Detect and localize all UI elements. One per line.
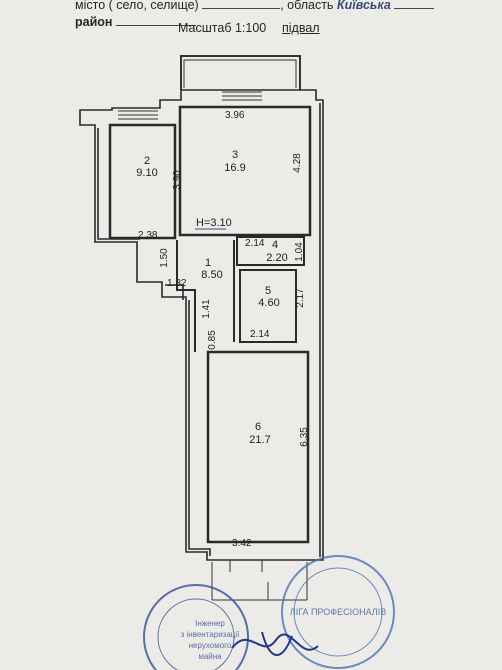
header-line-2: район bbox=[75, 13, 196, 29]
left-stamp: Інженер з інвентаризації нерухомого майн… bbox=[143, 584, 249, 670]
dim-corridor-low: 0.85 bbox=[207, 330, 218, 350]
windows bbox=[118, 91, 262, 120]
stamp-right-text: ЛІГА ПРОФЕСІОНАЛІВ bbox=[290, 607, 386, 617]
dim-room4-right: 1.04 bbox=[294, 242, 305, 262]
balcony-inner bbox=[183, 59, 297, 88]
corridor-walls bbox=[176, 240, 235, 352]
room-2-outline bbox=[108, 123, 177, 240]
room-2-area: 9.10 bbox=[136, 167, 157, 179]
dim-corridor-mid: 1.41 bbox=[201, 299, 212, 319]
header-line-1: місто ( село, селище) , область Київська bbox=[75, 0, 435, 12]
stamp-line-4: майна bbox=[198, 652, 222, 661]
dim-room6-right: 6.35 bbox=[299, 427, 310, 447]
region-value: Київська bbox=[336, 0, 391, 12]
stamp-line-3: нерухомого bbox=[189, 641, 232, 650]
room-4-number: 4 bbox=[272, 239, 278, 251]
dim-room6-bottom: 3.42 bbox=[232, 538, 252, 549]
dim-room5-right: 2.17 bbox=[295, 288, 306, 308]
stamp-line-1: Інженер bbox=[195, 619, 225, 628]
settlement-underline bbox=[202, 0, 281, 9]
room-6-area: 21.7 bbox=[249, 434, 270, 446]
dim-room2-bottom: 2.38 bbox=[138, 230, 158, 241]
ceiling-height: H=3.10 bbox=[196, 217, 232, 229]
floor-label: підвал bbox=[282, 21, 320, 35]
dim-room3-top: 3.96 bbox=[225, 110, 245, 121]
right-stamp: ЛІГА ПРОФЕСІОНАЛІВ bbox=[281, 555, 395, 669]
room-5-number: 5 bbox=[265, 285, 271, 297]
region-underline bbox=[394, 0, 435, 9]
outer-walls bbox=[79, 89, 324, 561]
dim-room3-right: 4.28 bbox=[292, 153, 303, 173]
signature bbox=[231, 631, 319, 656]
room-5-area: 4.60 bbox=[258, 297, 279, 309]
balcony-outline bbox=[180, 55, 301, 90]
room-2-number: 2 bbox=[144, 155, 150, 167]
room-5-outline bbox=[239, 269, 297, 343]
room-1-number: 1 bbox=[205, 257, 211, 269]
dim-corridor-upper: 1.50 bbox=[159, 248, 170, 268]
dim-corridor-width: 1.32 bbox=[167, 278, 187, 289]
dim-room5-bottom: 2.14 bbox=[250, 329, 270, 340]
room-6-outline bbox=[206, 350, 310, 544]
room-3-outline bbox=[178, 105, 312, 237]
dim-room3-left: 3.90 bbox=[172, 170, 183, 190]
room-4-outline bbox=[236, 236, 305, 266]
room-1-area: 8.50 bbox=[201, 269, 222, 281]
settlement-label: місто ( село, селище) bbox=[75, 0, 199, 12]
stamp-line-2: з інвентаризації bbox=[181, 630, 241, 639]
room-3-area: 16.9 bbox=[224, 162, 245, 174]
region-label: , область bbox=[280, 0, 334, 12]
district-label: район bbox=[75, 15, 113, 29]
dim-room4-top: 2.14 bbox=[245, 238, 265, 249]
room-4-area: 2.20 bbox=[266, 252, 287, 264]
room-3-number: 3 bbox=[232, 149, 238, 161]
room-6-number: 6 bbox=[255, 421, 261, 433]
scale-label: Масштаб 1:100 bbox=[178, 21, 267, 35]
district-underline bbox=[115, 13, 196, 26]
